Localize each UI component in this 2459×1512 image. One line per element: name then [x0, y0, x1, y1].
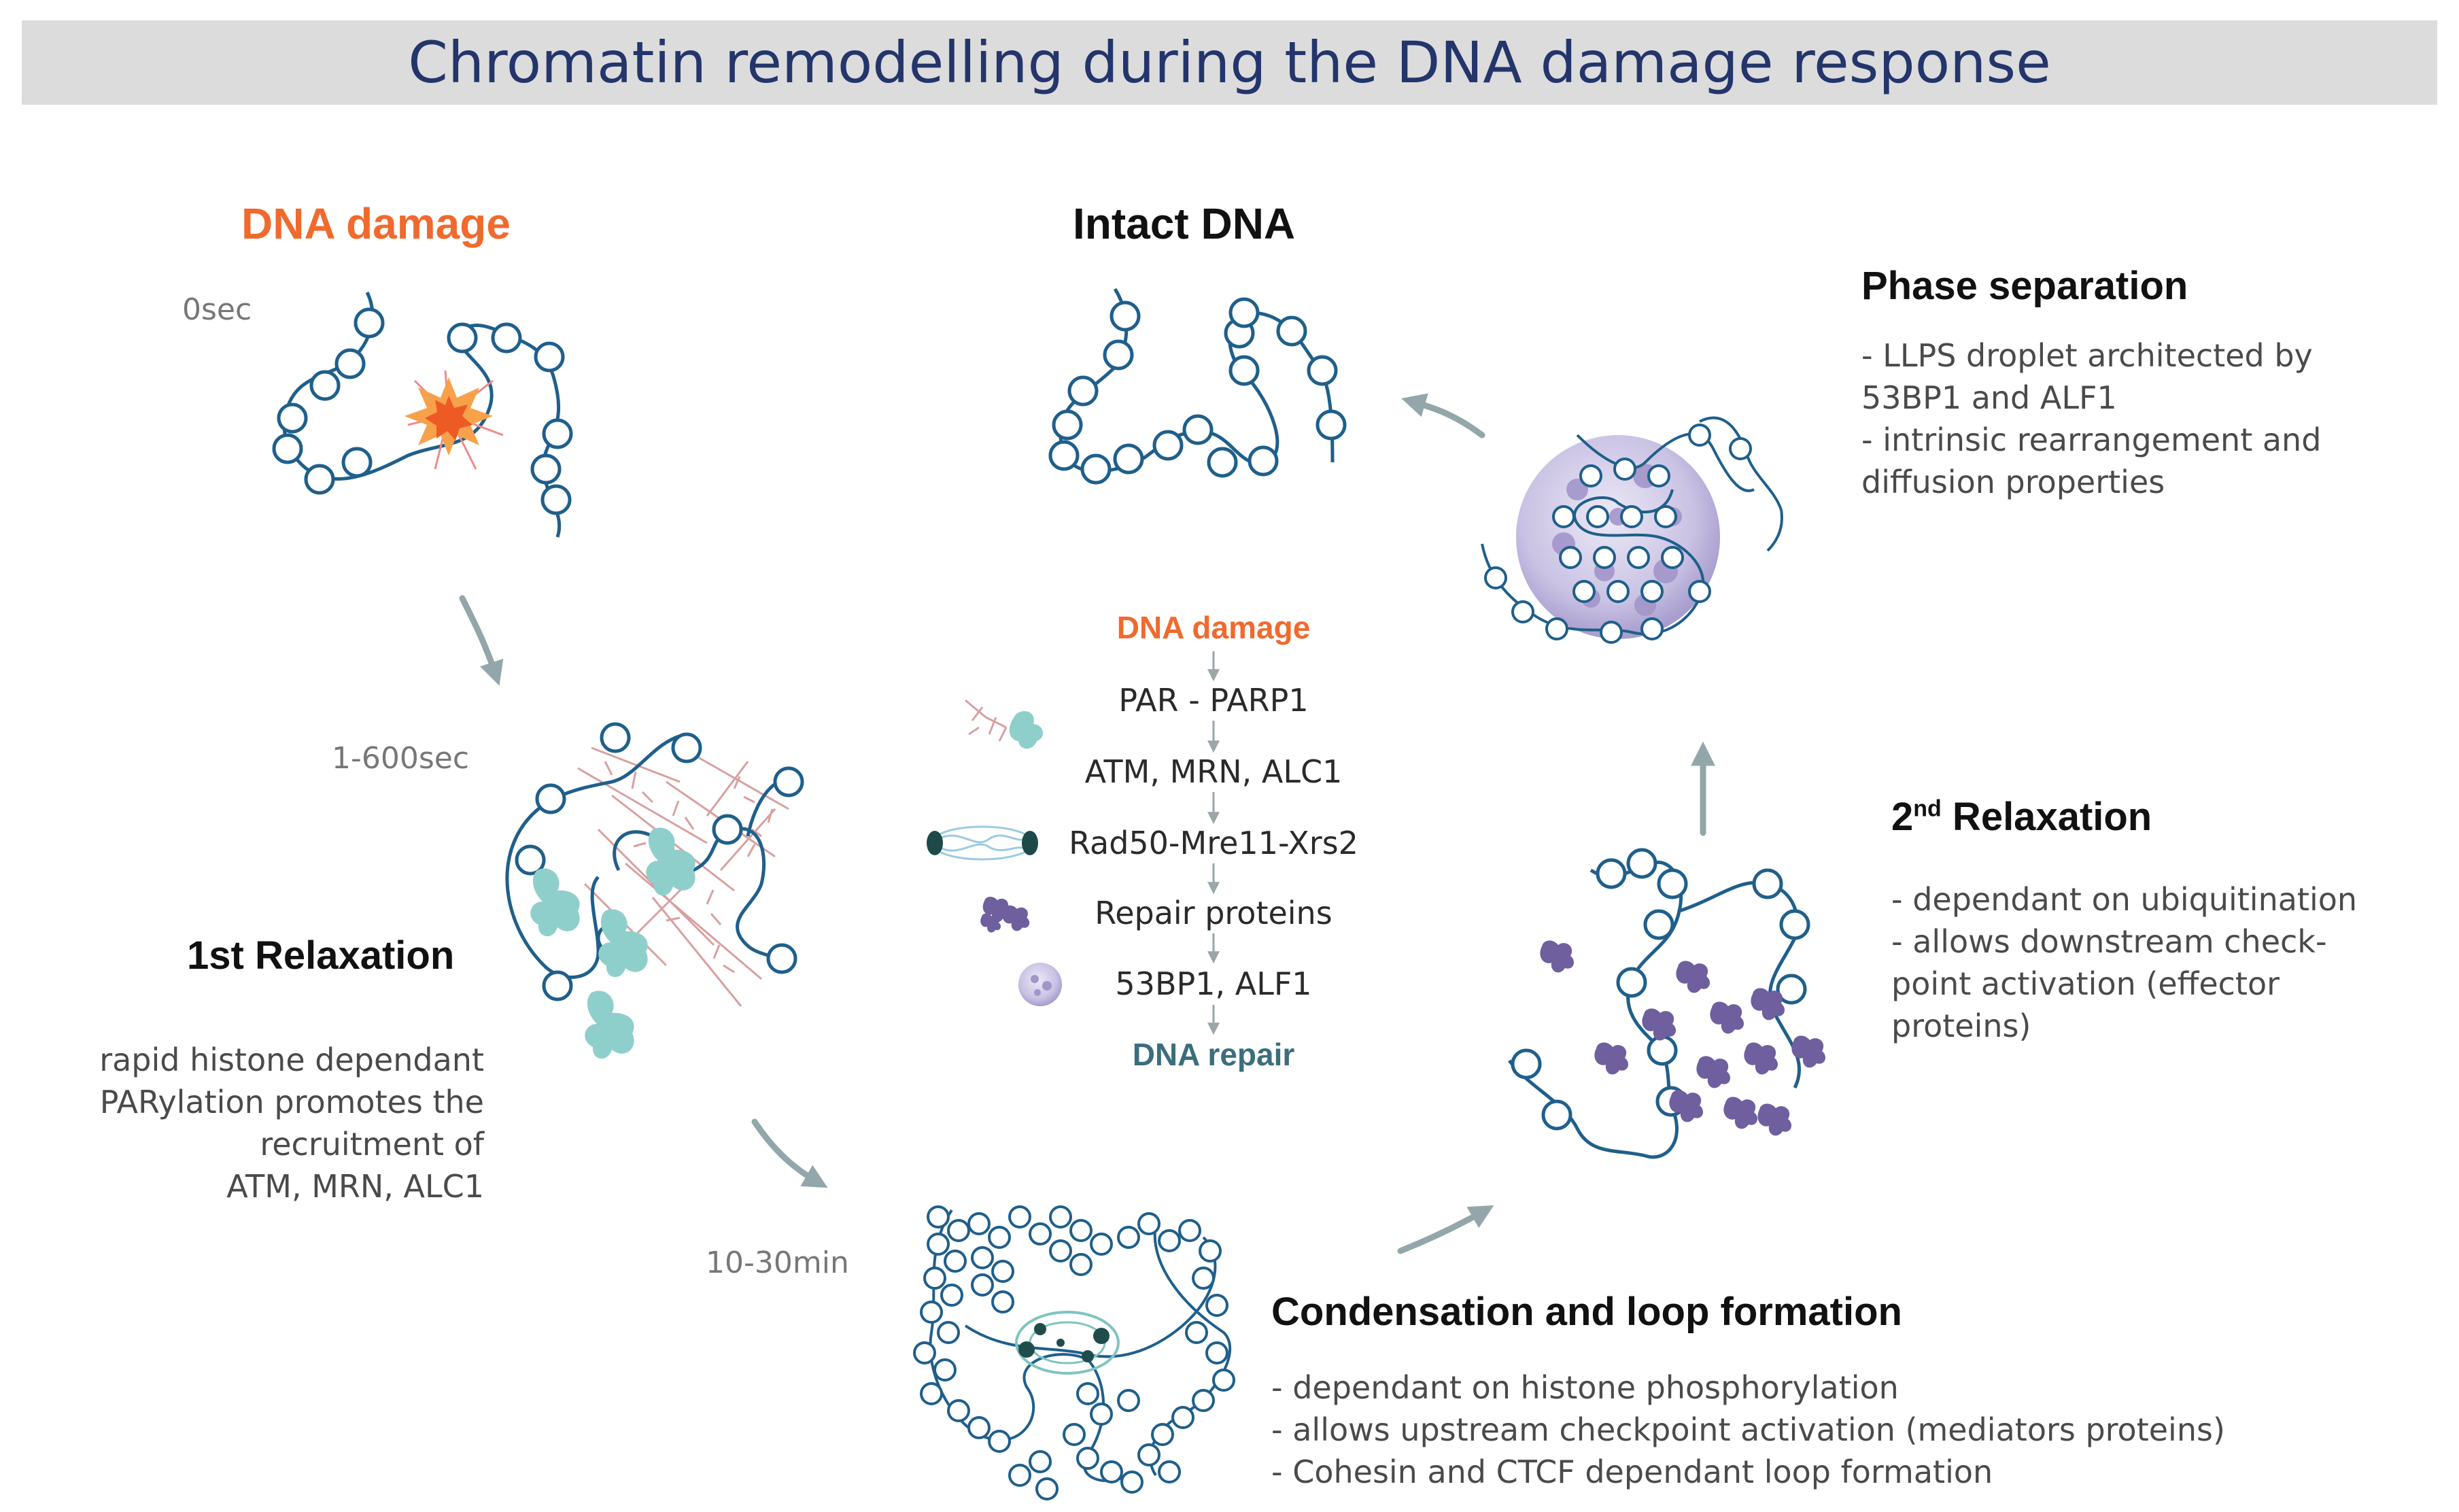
time-1-600sec: 1-600sec — [332, 741, 470, 776]
first-relaxation-description: rapid histone dependant PARylation promo… — [99, 1039, 484, 1207]
condensed-chromatin-loops — [913, 1205, 1235, 1500]
second-relaxation-chromatin — [1508, 850, 1826, 1159]
cycle-arrow-5 — [1401, 393, 1485, 439]
description-line: - LLPS droplet architected by — [1861, 337, 2313, 374]
page-title: Chromatin remodelling during the DNA dam… — [408, 29, 2051, 96]
description-line: diffusion properties — [1861, 464, 2165, 500]
par-parp1-icon — [965, 699, 1044, 749]
flow-step: PAR - PARP1 — [1118, 682, 1309, 719]
flow-step: Repair proteins — [1095, 895, 1332, 931]
description-line: - allows upstream checkpoint activation … — [1271, 1411, 2225, 1448]
dna-damage-heading: DNA damage — [241, 199, 511, 248]
description-line: point activation (effector — [1891, 965, 2280, 1002]
flow-step: Rad50-Mre11-Xrs2 — [1069, 825, 1358, 861]
description-line: PARylation promotes the — [99, 1084, 484, 1120]
starburst-damage-icon — [405, 370, 504, 470]
flow-end-dna-repair: DNA repair — [1132, 1037, 1295, 1072]
heading-ordinal-suffix: nd — [1913, 795, 1942, 822]
description-line: - dependant on histone phosphorylation — [1271, 1369, 1899, 1406]
title-bar: Chromatin remodelling during the DNA dam… — [22, 20, 2437, 105]
description-line: 53BP1 and ALF1 — [1861, 379, 2117, 416]
first-relaxation-chromatin — [505, 724, 802, 1059]
description-line: proteins) — [1891, 1008, 2031, 1044]
description-line: recruitment of — [260, 1126, 484, 1163]
time-10-30min: 10-30min — [706, 1245, 849, 1280]
cycle-arrow-1 — [459, 595, 504, 686]
first-relaxation-heading: 1st Relaxation — [187, 933, 455, 978]
intact-dna-strand — [1050, 288, 1345, 483]
second-relaxation-heading: 2nd Relaxation — [1891, 794, 2152, 840]
flow-step: 53BP1, ALF1 — [1115, 965, 1312, 1002]
description-line: - Cohesin and CTCF dependant loop format… — [1271, 1454, 1993, 1490]
intact-dna-heading: Intact DNA — [1073, 199, 1296, 248]
condensation-heading: Condensation and loop formation — [1271, 1290, 1902, 1334]
description-line: - allows downstream check- — [1891, 923, 2327, 960]
second-relaxation-description: - dependant on ubiquitination - allows d… — [1891, 878, 2357, 1047]
description-line: - dependant on ubiquitination — [1891, 881, 2358, 918]
mrn-complex-icon — [927, 825, 1038, 861]
description-line: rapid histone dependant — [99, 1042, 484, 1078]
flow-start-dna-damage: DNA damage — [1116, 610, 1311, 645]
description-line: ATM, MRN, ALC1 — [226, 1168, 484, 1205]
condensation-description: - dependant on histone phosphorylation -… — [1271, 1367, 2225, 1493]
cycle-arrow-3 — [1397, 1205, 1494, 1254]
description-line: - intrinsic rearrangement and — [1861, 422, 2322, 458]
cycle-arrow-2 — [751, 1118, 828, 1188]
heading-number: 2 — [1891, 795, 1914, 839]
phase-separation-droplet — [1481, 416, 1783, 644]
droplet-icon — [1018, 963, 1062, 1006]
phase-separation-heading: Phase separation — [1861, 264, 2188, 308]
damaged-dna-strand — [274, 291, 571, 538]
phase-separation-description: - LLPS droplet architected by 53BP1 and … — [1861, 334, 2321, 503]
time-0sec: 0sec — [182, 292, 252, 327]
cohesin-complex-icon — [1015, 1311, 1120, 1375]
effector-proteins — [1540, 940, 1826, 1136]
flow-step: ATM, MRN, ALC1 — [1084, 753, 1343, 790]
heading-text: Relaxation — [1941, 795, 2152, 839]
